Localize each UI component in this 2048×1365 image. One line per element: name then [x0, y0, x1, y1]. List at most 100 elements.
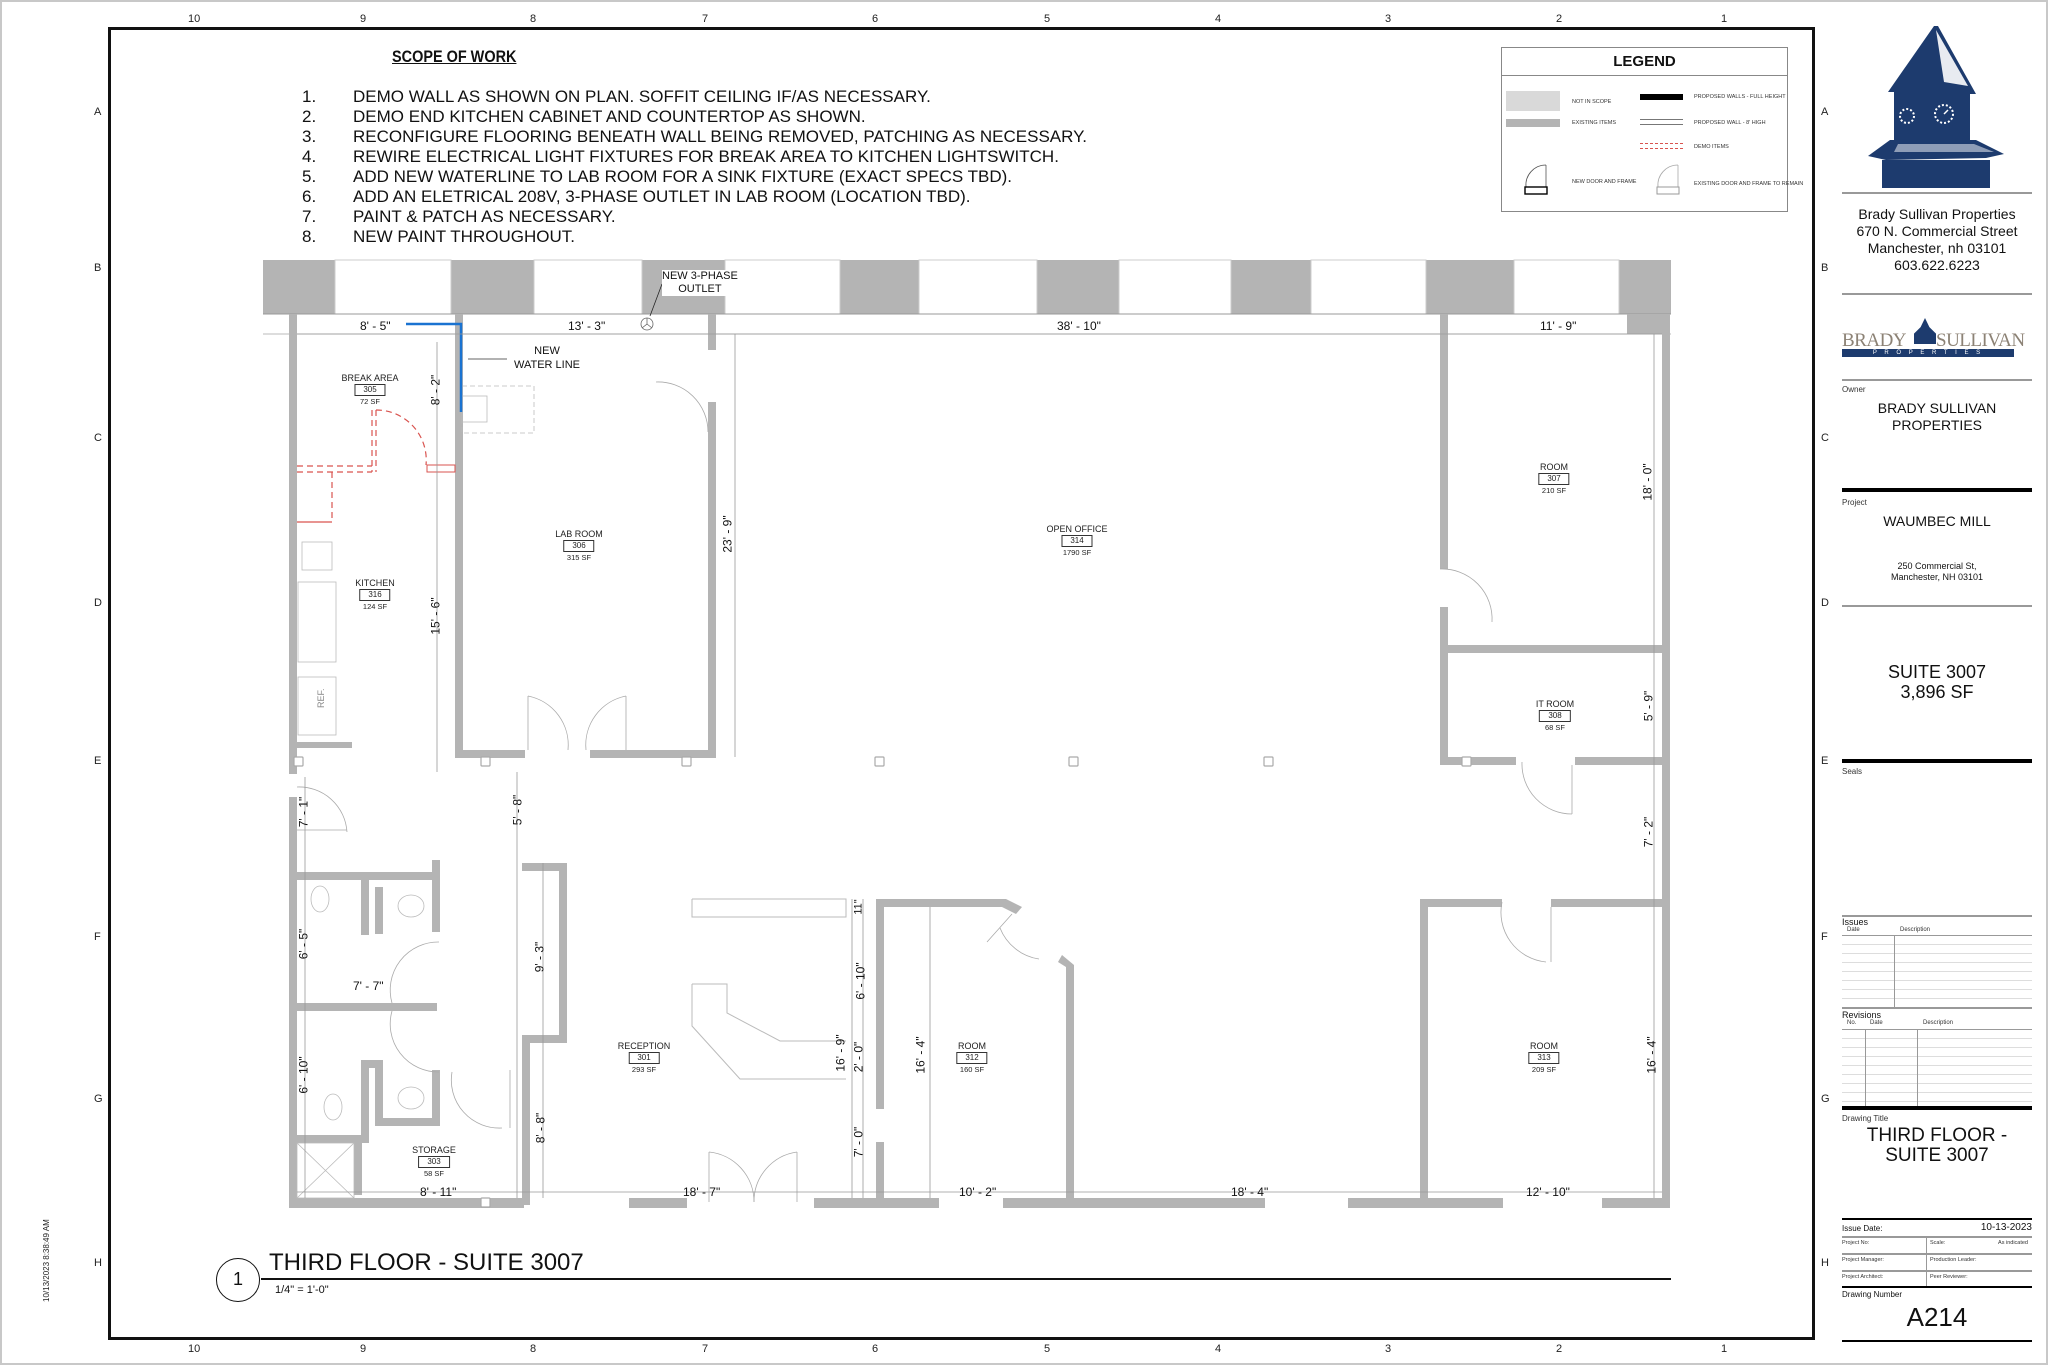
dimension: 8' - 8" [533, 1112, 548, 1144]
divider [1842, 488, 2032, 492]
proposed-full-swatch [1640, 94, 1683, 100]
legend-title: LEGEND [1502, 48, 1787, 76]
room-name: KITCHEN [355, 578, 395, 588]
dimension: 7' - 2" [1641, 816, 1656, 848]
production-leader-label: Production Leader: [1930, 1257, 1977, 1263]
room-area: 68 SF [1544, 723, 1565, 732]
room-number: 307 [1538, 473, 1570, 485]
grid-col-1: 1 [1721, 1343, 1728, 1355]
company-name: Brady Sullivan Properties [1858, 206, 2016, 222]
owner-name: BRADY SULLIVAN PROPERTIES [1842, 400, 2032, 434]
grid-row-e: E [94, 755, 102, 767]
callout-line: OUTLET [678, 283, 722, 295]
grid-col-5: 5 [1044, 1343, 1051, 1355]
grid-col-8: 8 [530, 1343, 537, 1355]
divider [1842, 915, 2032, 917]
dimension: 7' - 1" [296, 796, 311, 828]
demo-items [297, 409, 427, 523]
divider [1842, 759, 2032, 763]
room-area: 315 SF [566, 553, 592, 562]
ref-label: REF. [316, 688, 326, 708]
scope-item-number: 2. [302, 107, 317, 126]
scope-item: 5.ADD NEW WATERLINE TO LAB ROOM FOR A SI… [302, 167, 1202, 187]
scope-item: 8.NEW PAINT THROUGHOUT. [302, 227, 1202, 247]
room-number: 316 [359, 589, 391, 601]
room-number: 312 [956, 1052, 988, 1064]
grid-col-2: 2 [1556, 13, 1563, 25]
issues-table [1842, 935, 2032, 1008]
grid-row-f: F [1821, 931, 1828, 943]
scope-item-text: REWIRE ELECTRICAL LIGHT FIXTURES FOR BRE… [353, 147, 1059, 166]
legend-label: PROPOSED WALL - 8' HIGH [1694, 120, 1766, 126]
room-area: 124 SF [362, 602, 388, 611]
room-area: 1790 SF [1062, 548, 1092, 557]
grid-row-a: A [94, 106, 102, 118]
reception-desk [691, 898, 847, 1080]
dimension: 15' - 6" [428, 597, 443, 635]
legend-label: EXISTING ITEMS [1572, 120, 1617, 126]
scope-item-text: RECONFIGURE FLOORING BENEATH WALL BEING … [353, 127, 1087, 146]
suite-number: SUITE 3007 [1887, 662, 1987, 682]
scale-value: As indicated [1998, 1240, 2028, 1246]
dimension: 16' - 4" [913, 1036, 928, 1074]
scope-item-text: PAINT & PATCH AS NECESSARY. [353, 207, 616, 226]
logo-word: BRADY [1842, 330, 1907, 351]
scope-item-number: 7. [302, 207, 317, 226]
scope-list: 1.DEMO WALL AS SHOWN ON PLAN. SOFFIT CEI… [302, 87, 1202, 247]
scope-item-number: 1. [302, 87, 317, 106]
grid-row-c: C [1821, 432, 1829, 444]
drawing-title-line: SUITE 3007 [1885, 1145, 1989, 1166]
room-name: RECEPTION [617, 1041, 671, 1051]
room-name: BREAK AREA [341, 373, 399, 383]
water-line [406, 322, 463, 412]
new-door-icon [1524, 164, 1548, 195]
grid-row-g: G [1821, 1093, 1830, 1105]
dimension: 8' - 5" [360, 319, 391, 333]
dimension: 11' - 9" [1540, 319, 1577, 333]
fixtures [296, 385, 535, 1199]
view-number-bubble: 1 [216, 1258, 260, 1302]
revisions-table [1842, 1029, 2032, 1107]
scope-item: 3.RECONFIGURE FLOORING BENEATH WALL BEIN… [302, 127, 1202, 147]
scope-item-text: NEW PAINT THROUGHOUT. [353, 227, 575, 246]
outlet-callout: NEW 3-PHASE OUTLET [662, 270, 738, 296]
grid-row-c: C [94, 432, 102, 444]
dimension: 5' - 9" [1641, 690, 1656, 722]
suite-area: 3,896 SF [1900, 682, 1974, 702]
company-phone: 603.622.6223 [1894, 257, 1980, 273]
drawing-title-label: Drawing Title [1842, 1114, 1889, 1123]
view-scale: 1/4" = 1'-0" [275, 1284, 329, 1296]
room-number: 303 [418, 1156, 450, 1168]
scope-item-text: DEMO END KITCHEN CABINET AND COUNTERTOP … [353, 107, 866, 126]
company-info: Brady Sullivan Properties 670 N. Commerc… [1842, 206, 2032, 274]
grid-row-b: B [1821, 262, 1829, 274]
scope-item-text: ADD NEW WATERLINE TO LAB ROOM FOR A SINK… [353, 167, 1013, 186]
logo-word: SULLIVAN [1936, 330, 2025, 351]
grid-col-9: 9 [360, 13, 367, 25]
title-block: Brady Sullivan Properties 670 N. Commerc… [1822, 2, 2048, 1365]
peer-reviewer-label: Peer Reviewer: [1930, 1274, 1968, 1280]
scope-item: 1.DEMO WALL AS SHOWN ON PLAN. SOFFIT CEI… [302, 87, 1202, 107]
revisions-col-description: Description [1923, 1020, 1954, 1026]
room-area: 72 SF [359, 397, 380, 406]
grid-col-7: 7 [702, 1343, 709, 1355]
project-architect-label: Project Architect: [1842, 1274, 1884, 1280]
callout-line: NEW [534, 345, 560, 357]
room-name: ROOM [957, 1041, 986, 1051]
grid-row-e: E [1821, 755, 1829, 767]
room-name: IT ROOM [1535, 699, 1575, 709]
dimension: 11" [852, 899, 865, 915]
divider [1842, 1218, 2032, 1220]
divider [1842, 192, 2032, 194]
field-divider [1926, 1236, 1927, 1286]
columns [293, 756, 1472, 1208]
dimension: 23' - 9" [720, 515, 735, 553]
window-band [263, 260, 1671, 314]
room-number: 301 [628, 1052, 660, 1064]
grid-row-d: D [1821, 597, 1829, 609]
